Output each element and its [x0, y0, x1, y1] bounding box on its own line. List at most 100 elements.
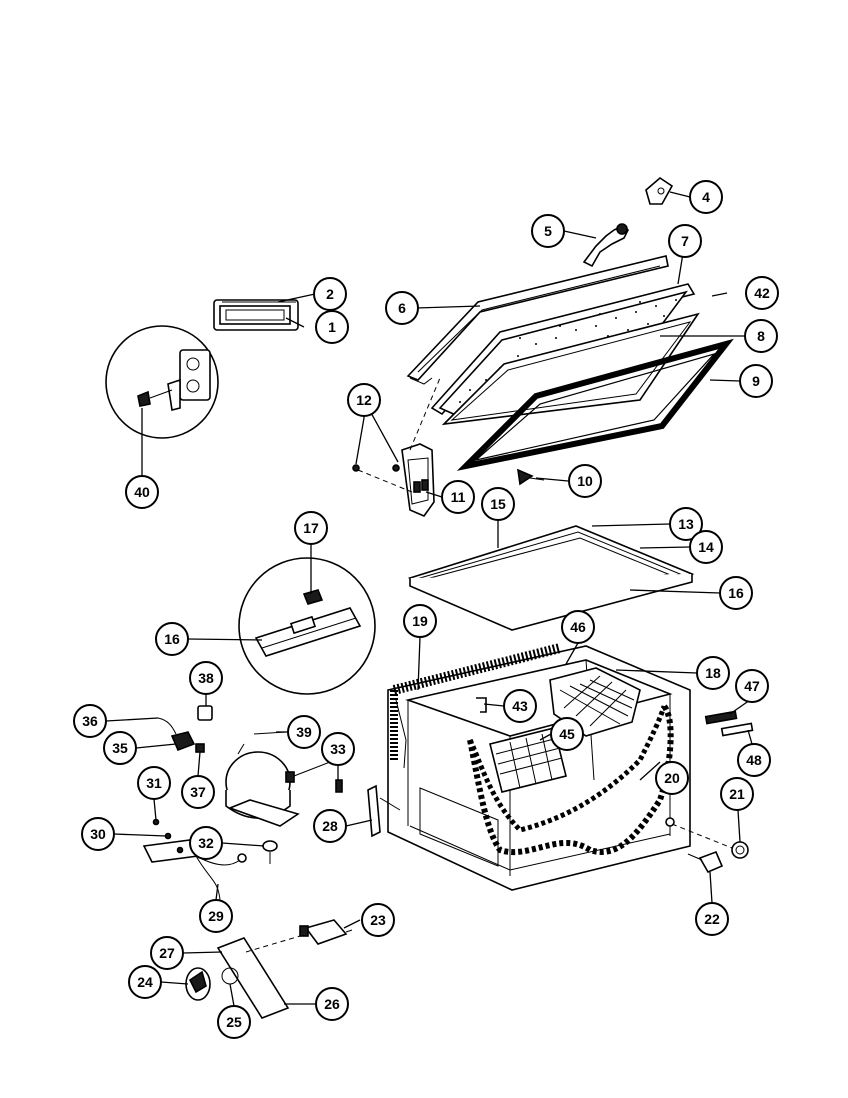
callout-label: 17	[303, 520, 319, 536]
callout-label: 39	[296, 724, 312, 740]
callout-24: 24	[128, 965, 162, 999]
callout-17: 17	[294, 511, 328, 545]
callout-label: 16	[164, 631, 180, 647]
callout-label: 32	[198, 835, 214, 851]
callout-23: 23	[361, 903, 395, 937]
grommet-part	[335, 779, 343, 793]
callout-33: 33	[321, 732, 355, 766]
callout-42: 42	[745, 276, 779, 310]
hinge-screw-part	[352, 464, 413, 493]
callout-14: 14	[689, 530, 723, 564]
callout-21: 21	[720, 777, 754, 811]
screw-part	[517, 468, 545, 486]
callout-label: 26	[324, 996, 340, 1012]
callout-9: 9	[739, 364, 773, 398]
callout-label: 13	[678, 516, 694, 532]
callout-46: 46	[561, 610, 595, 644]
relay-parts	[157, 705, 213, 753]
callout-label: 24	[137, 974, 153, 990]
callout-label: 15	[490, 496, 506, 512]
callout-22: 22	[695, 902, 729, 936]
leader-lines	[105, 191, 753, 1007]
callout-label: 48	[746, 752, 762, 768]
callout-label: 45	[559, 726, 575, 742]
callout-label: 36	[82, 713, 98, 729]
callout-45: 45	[550, 717, 584, 751]
callout-6: 6	[385, 291, 419, 325]
lock-part	[582, 223, 630, 268]
breaker-trim-inset	[238, 557, 376, 695]
mount-grommet-part	[262, 840, 278, 864]
callout-27: 27	[150, 936, 184, 970]
hinge-part	[401, 377, 441, 517]
callout-label: 12	[356, 392, 372, 408]
callout-20: 20	[655, 761, 689, 795]
callout-26: 26	[315, 987, 349, 1021]
callout-label: 2	[326, 286, 334, 302]
callout-label: 14	[698, 539, 714, 555]
callout-label: 33	[330, 741, 346, 757]
callout-7: 7	[668, 224, 702, 258]
divider-grille-part	[489, 727, 567, 793]
callout-36: 36	[73, 704, 107, 738]
callout-35: 35	[103, 731, 137, 765]
callout-4: 4	[689, 180, 723, 214]
callout-12: 12	[347, 383, 381, 417]
bracket-part	[142, 832, 200, 863]
callout-label: 8	[757, 328, 765, 344]
callout-label: 28	[322, 818, 338, 834]
callout-label: 5	[544, 223, 552, 239]
callout-label: 20	[664, 770, 680, 786]
callout-30: 30	[81, 817, 115, 851]
callout-label: 11	[451, 489, 466, 505]
callout-19: 19	[403, 604, 437, 638]
callout-29: 29	[199, 899, 233, 933]
lid-gasket-part	[456, 338, 734, 471]
callout-25: 25	[217, 1005, 251, 1039]
key-part	[645, 176, 674, 205]
callout-label: 29	[208, 908, 224, 924]
inner-lid-panel-part	[441, 312, 700, 426]
callout-32: 32	[189, 826, 223, 860]
callout-13: 13	[669, 507, 703, 541]
callout-10: 10	[568, 464, 602, 498]
callout-label: 9	[752, 373, 760, 389]
mount-screw-part	[152, 818, 160, 826]
cord-part	[195, 853, 247, 901]
callout-48: 48	[737, 743, 771, 777]
callout-1: 1	[315, 310, 349, 344]
compressor-part	[225, 743, 331, 827]
callout-label: 23	[370, 912, 386, 928]
callout-label: 38	[198, 670, 214, 686]
callout-39: 39	[287, 715, 321, 749]
callout-37: 37	[181, 775, 215, 809]
callout-label: 6	[398, 300, 406, 316]
callout-2: 2	[313, 277, 347, 311]
clip-part	[476, 697, 487, 713]
callout-label: 30	[90, 826, 106, 842]
callout-label: 37	[190, 784, 206, 800]
callout-label: 4	[702, 189, 710, 205]
callout-47: 47	[735, 669, 769, 703]
callout-43: 43	[503, 689, 537, 723]
drain-plug-part	[687, 850, 724, 874]
control-plate-part	[185, 935, 301, 1019]
callout-11: 11	[441, 480, 475, 514]
callout-label: 21	[729, 786, 745, 802]
trim-strips-part	[704, 710, 754, 737]
lid-frame-part	[406, 255, 669, 385]
control-panel-part	[213, 299, 299, 331]
callout-label: 22	[704, 911, 720, 927]
callout-15: 15	[481, 487, 515, 521]
callout-40: 40	[125, 475, 159, 509]
callout-31: 31	[137, 766, 171, 800]
callout-label: 27	[159, 945, 175, 961]
callout-5: 5	[531, 214, 565, 248]
callout-label: 47	[744, 678, 760, 694]
callout-label: 40	[134, 484, 150, 500]
callout-label: 46	[570, 619, 586, 635]
receptacle-inset	[105, 325, 219, 439]
thermostat-part	[299, 919, 353, 945]
callout-label: 1	[328, 319, 336, 335]
breaker-frame-part	[407, 525, 695, 631]
